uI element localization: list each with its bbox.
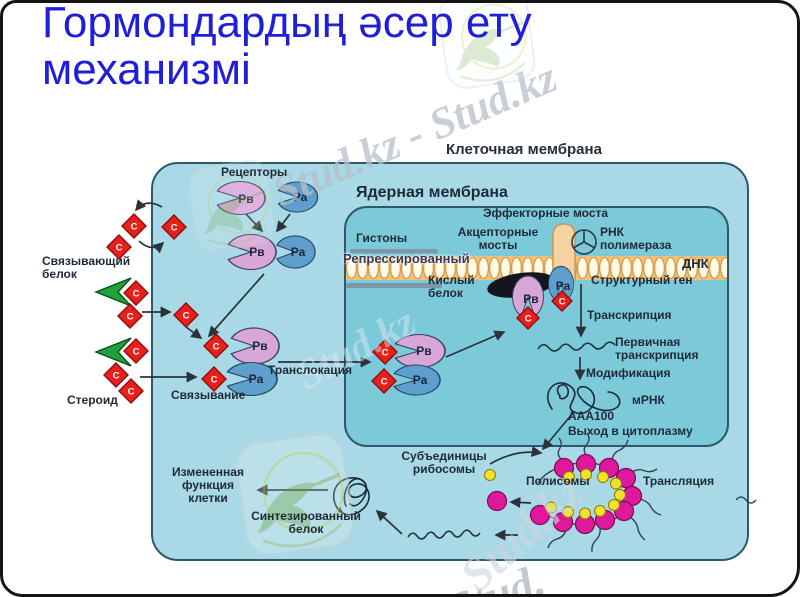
label-cell-membrane: Клеточная мембрана xyxy=(446,141,602,158)
svg-text:С: С xyxy=(128,387,135,398)
svg-text:С: С xyxy=(381,377,388,388)
label-ribosome-subunits: Субъединицы рибосомы xyxy=(401,449,487,477)
binding-protein-chevron xyxy=(94,337,132,367)
steroid-molecule: С xyxy=(106,234,132,260)
svg-text:Ра: Ра xyxy=(249,372,264,386)
free-large-subunit xyxy=(486,490,508,512)
receptor-pa-at-dna: Ра xyxy=(548,266,574,301)
rna-polymerase-icon xyxy=(571,229,597,255)
svg-text:Ра: Ра xyxy=(293,190,308,204)
steroid-molecule: С xyxy=(121,213,147,239)
dna-strand xyxy=(346,255,727,281)
polysome xyxy=(484,432,757,553)
steroid-molecule: С xyxy=(117,303,143,329)
steroid-molecule: С xyxy=(371,368,397,394)
svg-text:С: С xyxy=(525,314,532,325)
receptor-pa-free: Ра xyxy=(277,181,319,213)
label-primary-transcript: Первичная транскрипция xyxy=(615,335,699,363)
steroid-molecule: С xyxy=(201,366,227,392)
label-steroid: Стероид xyxy=(67,393,118,407)
svg-text:С: С xyxy=(133,289,140,300)
svg-text:С: С xyxy=(382,348,389,359)
label-dna: ДНК xyxy=(682,256,709,271)
svg-text:С: С xyxy=(113,371,120,382)
svg-text:С: С xyxy=(559,297,566,308)
nascent-protein-wave xyxy=(407,529,481,540)
label-rna-polymerase: РНК полимераза xyxy=(600,225,672,253)
svg-text:Рв: Рв xyxy=(416,344,431,358)
svg-text:С: С xyxy=(133,347,140,358)
free-small-subunit xyxy=(484,469,496,481)
label-acidic-protein: Кислый белок xyxy=(428,273,475,301)
svg-text:С: С xyxy=(171,223,178,234)
label-nuclear-membrane: Ядерная мембрана xyxy=(356,184,508,201)
steroid-molecule: С xyxy=(516,306,540,330)
svg-text:С: С xyxy=(213,342,220,353)
label-poly-a-tail: AAA100 xyxy=(568,409,615,423)
label-synthesized-protein: Синтезированный белок xyxy=(251,509,361,537)
steroid-receptor-pa-bound: Ра xyxy=(226,361,278,397)
svg-text:Рв: Рв xyxy=(252,339,267,353)
steroid-molecule: С xyxy=(551,290,573,312)
primary-transcript-wave xyxy=(537,341,616,352)
label-repressed: Репрессированный xyxy=(343,251,470,266)
svg-text:Рв: Рв xyxy=(523,292,538,306)
label-histones: Гистоны xyxy=(356,231,408,245)
svg-text:Ра: Ра xyxy=(556,279,571,293)
steroid-molecule: С xyxy=(372,339,398,365)
label-binding: Связывание xyxy=(171,388,246,402)
label-receptors: Рецепторы xyxy=(221,165,288,179)
steroid-molecule: С xyxy=(123,280,149,306)
mrna-tangle xyxy=(546,382,621,415)
histone-bars xyxy=(346,249,442,288)
steroid-molecule: С xyxy=(118,378,144,404)
exit-arrow xyxy=(541,412,574,451)
steroid-receptor-pb-bound: Рв xyxy=(230,327,280,365)
label-transcription: Транскрипция xyxy=(587,308,672,322)
label-acceptor-bridges: Акцепторные мосты xyxy=(457,225,539,253)
steroid-receptor-pa-nucleus: Ра xyxy=(393,364,441,396)
svg-text:С: С xyxy=(131,222,138,233)
svg-text:С: С xyxy=(116,243,123,254)
svg-text:Рв: Рв xyxy=(238,192,253,206)
exchange-arrow-in xyxy=(138,240,165,254)
svg-text:С: С xyxy=(183,311,190,322)
label-binding-protein: Связывающий белок xyxy=(42,254,131,282)
page-title: Гормондардың әсер ету механизмі xyxy=(42,0,532,94)
svg-text:С: С xyxy=(211,375,218,386)
svg-text:С: С xyxy=(127,312,134,323)
label-polysomes: Полисомы xyxy=(526,474,590,488)
label-mrna: мРНК xyxy=(632,393,665,407)
label-modification: Модификация xyxy=(586,366,671,380)
steroid-molecule: С xyxy=(123,338,149,364)
svg-text:Рв: Рв xyxy=(249,245,264,259)
svg-text:Ра: Ра xyxy=(413,373,428,387)
label-translation: Трансляция xyxy=(643,474,715,488)
steroid-molecule: С xyxy=(203,333,229,359)
svg-text:Ра: Ра xyxy=(291,245,306,259)
label-translocation: Транслокация xyxy=(268,363,353,377)
steroid-molecule: С xyxy=(161,214,187,240)
label-changed-function: Измененная функция клетки xyxy=(172,465,244,506)
label-exit-to-cytoplasm: Выход в цитоплазму xyxy=(568,424,693,438)
label-structural-gene: Структурный ген xyxy=(591,273,693,287)
label-effector-bridges: Эффекторные моста xyxy=(483,206,609,220)
receptor-pb-at-dna: Рв xyxy=(512,275,544,317)
ribosome xyxy=(529,453,643,535)
steroid-molecule: С xyxy=(103,362,129,388)
exchange-arrow-out xyxy=(134,199,163,212)
